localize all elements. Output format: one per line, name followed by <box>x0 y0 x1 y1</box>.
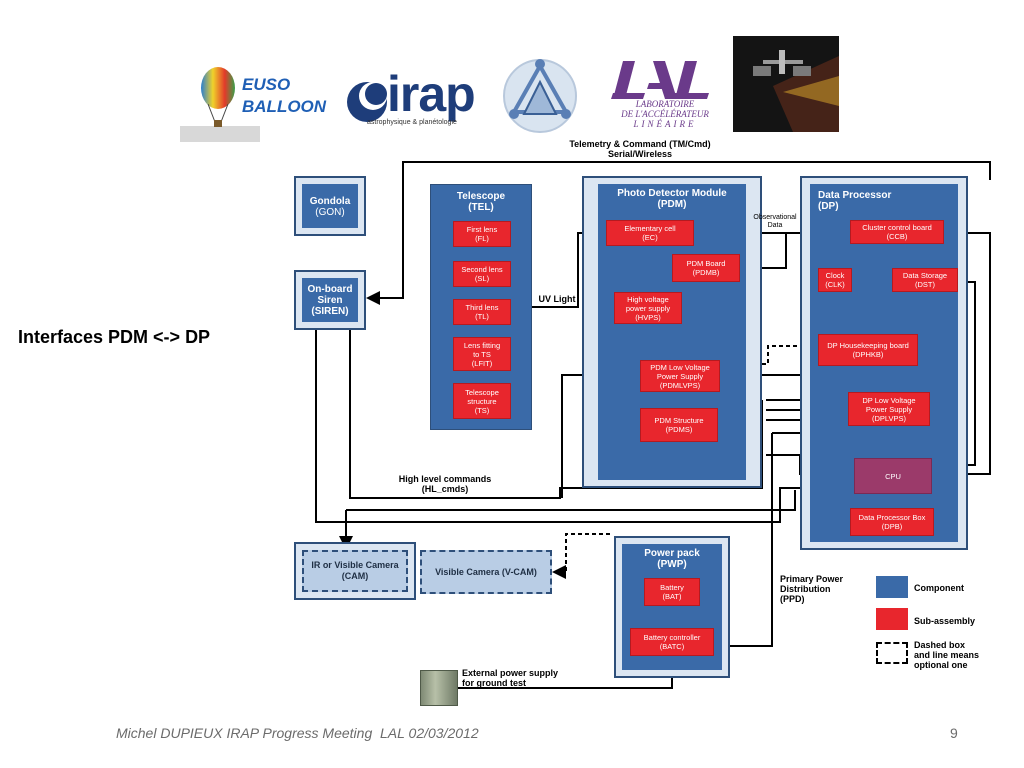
cam-code: (CAM) <box>341 571 369 581</box>
dp-title: Data Processor (DP) <box>818 190 891 212</box>
sub-dp-housekeeping-board: DP Housekeeping board(DPHKB) <box>818 334 918 366</box>
telescope-name: Telescope <box>456 191 506 202</box>
apc-logo-icon <box>503 59 577 133</box>
sub-third-lens: Third lens(TL) <box>453 299 511 325</box>
siren-line2: Siren <box>317 295 343 306</box>
sub-elementary-cell: Elementary cell(EC) <box>606 220 694 246</box>
sub-battery: Battery(BAT) <box>644 578 700 606</box>
telescope-block: Telescope (TEL) First lens(FL) Second le… <box>430 184 532 430</box>
legend-component-label: Component <box>914 583 964 593</box>
euso-line2: BALLOON <box>242 97 327 116</box>
footer-text: Michel DUPIEUX IRAP Progress Meeting LAL… <box>116 725 479 741</box>
lal-logo-icon <box>611 61 709 99</box>
siren-block: On-board Siren (SIREN) <box>294 270 366 330</box>
sub-clock: Clock(CLK) <box>818 268 852 292</box>
dp-name: Data Processor <box>818 190 892 201</box>
sub-pdm-board: PDM Board(PDMB) <box>672 254 740 282</box>
lal-line1: LABORATOIRE <box>635 99 695 109</box>
gondola-block: Gondola (GON) <box>294 176 366 236</box>
external-power-label: External power supply for ground test <box>462 668 559 688</box>
balloon-icon <box>180 67 260 142</box>
telescope-code: (TEL) <box>468 202 494 213</box>
euso-logo-text: EUSO BALLOON <box>242 74 326 118</box>
logo-euso-balloon <box>180 62 338 142</box>
pwp-block: Power pack (PWP) <box>614 536 730 678</box>
pdm-code: (PDM) <box>657 199 687 210</box>
euso-line1: EUSO <box>242 75 291 94</box>
siren-line1: On-board <box>307 284 353 295</box>
sub-first-lens: First lens(FL) <box>453 221 511 247</box>
lal-line3: LINÉAIRE <box>633 119 697 129</box>
logo-apc <box>500 52 580 136</box>
irap-tagline: astrophysique & planétologie <box>367 119 457 126</box>
gondola-code: (GON) <box>315 207 345 218</box>
uv-light-label: UV Light <box>538 294 576 304</box>
irap-name: irap <box>387 66 476 122</box>
cam-block: IR or Visible Camera (CAM) <box>294 542 416 600</box>
external-power-supply-icon <box>420 670 458 706</box>
logo-irap: irap astrophysique & planétologie <box>343 66 485 132</box>
logo-lal: LABORATOIRE DE L'ACCÉLÉRATEUR LINÉAIRE <box>605 55 725 135</box>
observational-data-label: Observational Data <box>753 214 797 229</box>
sub-cluster-control-board: Cluster control board(CCB) <box>850 220 944 244</box>
hl-cmds-label: High level commands (HL_cmds) <box>398 474 492 494</box>
slide-title: Interfaces PDM <-> DP <box>18 327 211 347</box>
pwp-code: (PWP) <box>657 559 687 570</box>
gondola-name: Gondola <box>309 196 351 207</box>
legend-dashed-swatch <box>876 642 908 664</box>
sub-battery-controller: Battery controller(BATC) <box>630 628 714 656</box>
page-number: 9 <box>950 725 958 741</box>
tm-cmd-label: Telemetry & Command (TM/Cmd) Serial/Wire… <box>540 139 740 159</box>
space-station-image-icon <box>733 36 839 132</box>
sub-pdm-structure: PDM Structure(PDMS) <box>640 408 718 442</box>
lal-line2: DE L'ACCÉLÉRATEUR <box>621 109 709 119</box>
legend-dashed-label: Dashed box and line means optional one <box>914 640 980 670</box>
vcam-name: Visible Camera (V-CAM) <box>435 566 537 577</box>
pwp-name: Power pack <box>644 548 700 559</box>
legend-subassembly-label: Sub-assembly <box>914 616 976 626</box>
sub-data-processor-box: Data Processor Box(DPB) <box>850 508 934 536</box>
ppd-label: Primary Power Distribution (PPD) <box>780 574 844 604</box>
tm-cmd-line1: Telemetry & Command (TM/Cmd) <box>569 139 711 149</box>
sub-cpu: CPU <box>854 458 932 494</box>
siren-code: (SIREN) <box>311 306 349 317</box>
cam-line1: IR or Visible Camera <box>311 560 399 570</box>
vcam-block: Visible Camera (V-CAM) <box>420 550 552 594</box>
legend-subassembly-swatch <box>876 608 908 630</box>
sub-second-lens: Second lens(SL) <box>453 261 511 287</box>
sub-data-storage: Data Storage(DST) <box>892 268 958 292</box>
pdm-name: Photo Detector Module <box>617 188 727 199</box>
tm-cmd-line2: Serial/Wireless <box>608 149 672 159</box>
iss-photo <box>733 36 839 132</box>
dp-code: (DP) <box>818 201 839 212</box>
irap-globe-icon <box>347 82 387 122</box>
legend-component-swatch <box>876 576 908 598</box>
